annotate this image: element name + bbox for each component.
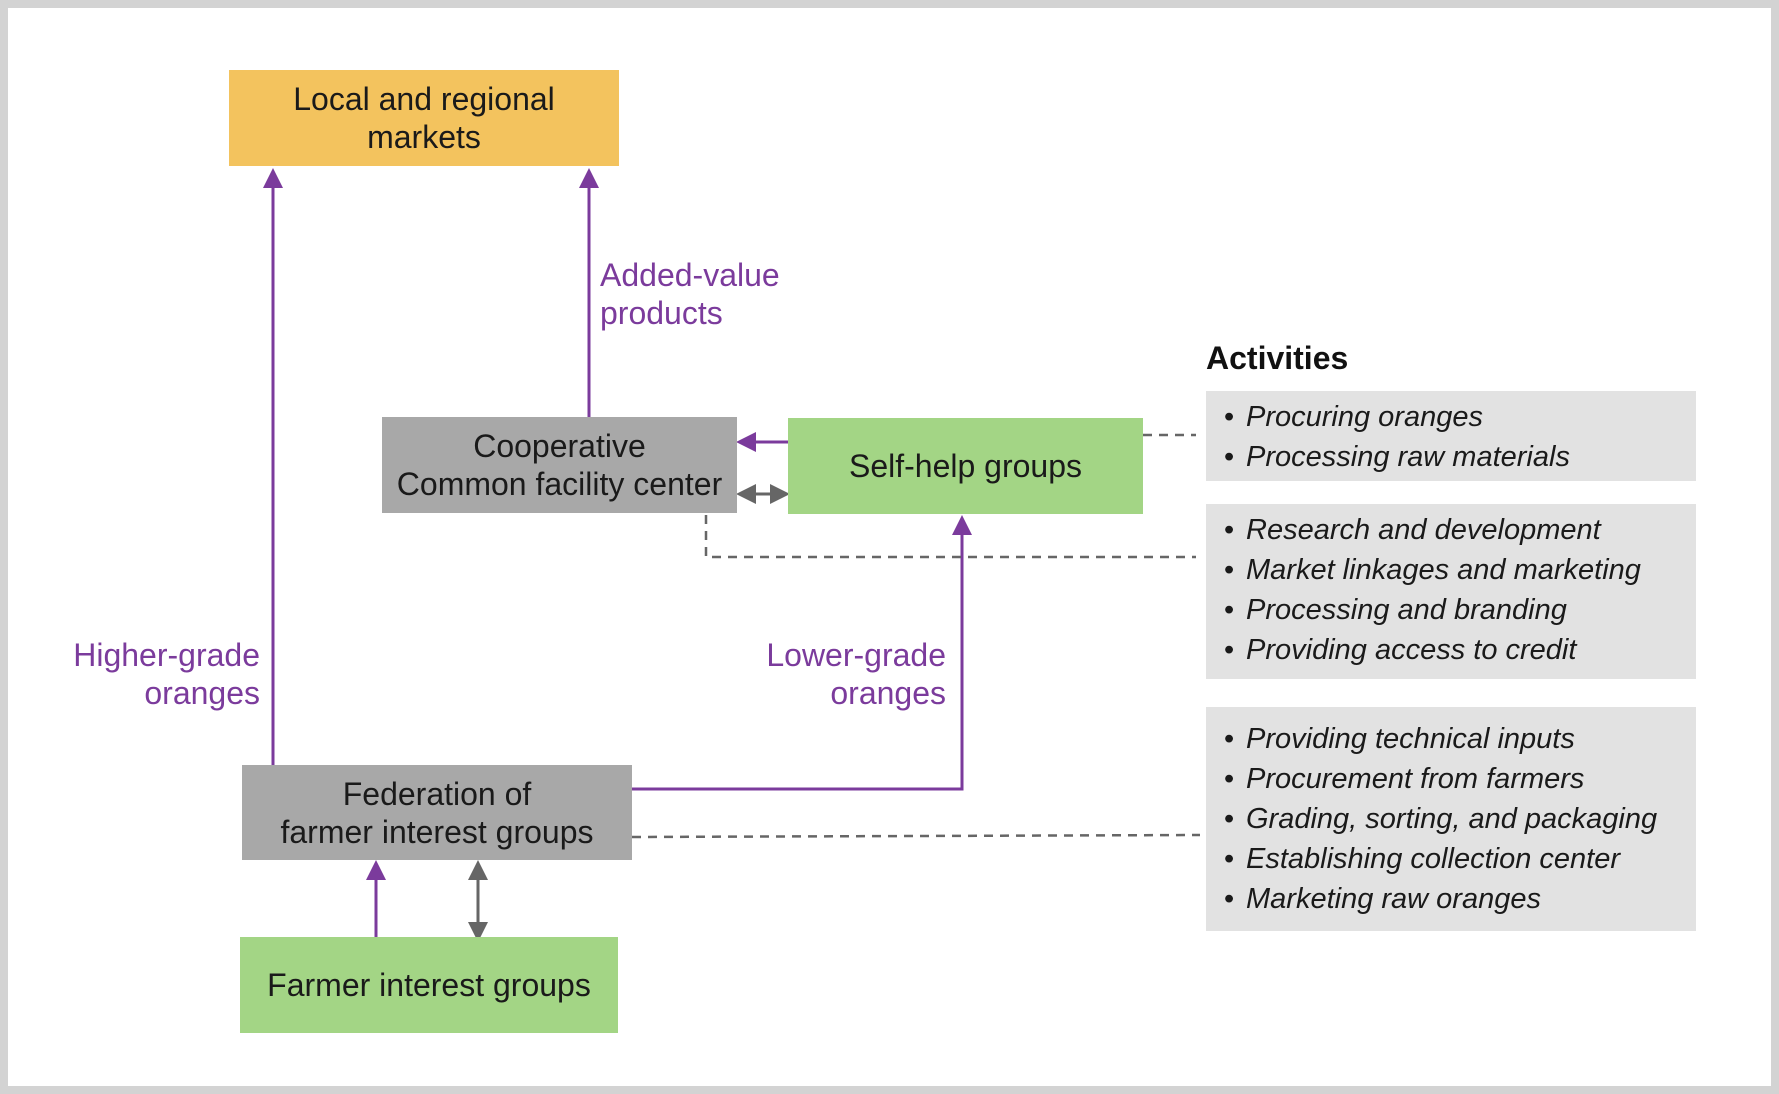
activity-item: Providing access to credit xyxy=(1224,630,1686,670)
activity-item: Establishing collection center xyxy=(1224,839,1686,879)
federation-label-line2: farmer interest groups xyxy=(280,813,594,850)
self-help-activities-box: Procuring oranges Processing raw materia… xyxy=(1206,391,1696,481)
arrow-cooperative-self-help-link xyxy=(736,484,790,504)
markets-node: Local and regional markets xyxy=(229,70,619,166)
federation-activities-box: Providing technical inputs Procurement f… xyxy=(1206,707,1696,931)
lower-grade-label: Lower-grade oranges xyxy=(766,637,946,711)
self-help-node: Self-help groups xyxy=(788,418,1143,514)
farmer-groups-label: Farmer interest groups xyxy=(267,967,591,1003)
dashed-cooperative-activities xyxy=(704,515,1196,559)
activity-item: Providing technical inputs xyxy=(1224,719,1686,759)
arrow-added-value-to-markets xyxy=(579,168,599,417)
activity-item: Research and development xyxy=(1224,510,1686,550)
added-value-label: Added-value products xyxy=(600,257,780,331)
activity-item: Processing raw materials xyxy=(1224,437,1686,477)
farmer-groups-node: Farmer interest groups xyxy=(240,937,618,1033)
self-help-label: Self-help groups xyxy=(848,448,1083,484)
arrow-higher-grade-to-markets xyxy=(263,168,283,765)
activity-item: Processing and branding xyxy=(1224,590,1686,630)
arrow-federation-farmer-groups-link xyxy=(468,860,488,942)
cooperative-activities-box: Research and development Market linkages… xyxy=(1206,504,1696,679)
arrow-farmer-groups-to-federation xyxy=(366,860,386,937)
markets-label-line2: markets xyxy=(367,119,481,155)
higher-grade-label: Higher-grade oranges xyxy=(73,637,260,711)
activity-item: Grading, sorting, and packaging xyxy=(1224,799,1686,839)
dashed-federation-activities xyxy=(631,833,1201,839)
cooperative-node: Cooperative Common facility center xyxy=(382,417,737,513)
activity-item: Procurement from farmers xyxy=(1224,759,1686,799)
activities-title: Activities xyxy=(1206,340,1349,376)
arrow-self-help-to-cooperative xyxy=(736,432,788,452)
federation-label-line1: Federation of xyxy=(342,775,532,812)
markets-label-line1: Local and regional xyxy=(293,81,555,117)
arrow-lower-grade-to-self-help xyxy=(632,515,972,791)
cooperative-label-line1: Cooperative xyxy=(473,428,646,464)
cooperative-label-line2: Common facility center xyxy=(396,466,723,502)
activity-item: Market linkages and marketing xyxy=(1224,550,1686,590)
activity-item: Marketing raw oranges xyxy=(1224,879,1686,919)
federation-node: Federation of farmer interest groups xyxy=(242,765,632,860)
activity-item: Procuring oranges xyxy=(1224,397,1686,437)
